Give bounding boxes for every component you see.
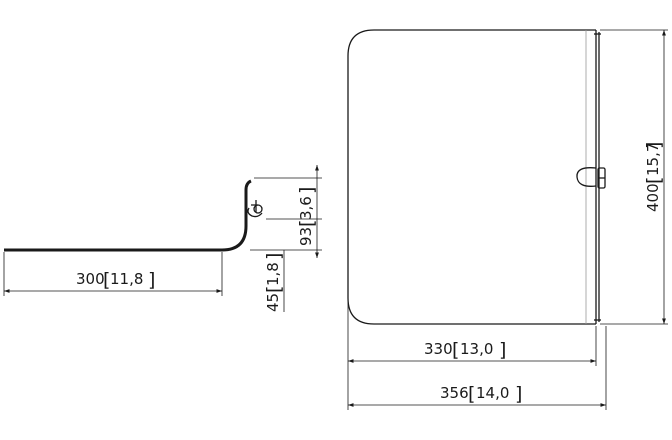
dim-outer-width-value: 356	[440, 384, 469, 402]
bracket-knob	[247, 200, 263, 218]
dim-lip-inch: 3,6	[297, 196, 315, 220]
shelf-profile	[4, 179, 252, 252]
bracket-open: [	[452, 339, 459, 361]
plate-outline	[347, 29, 596, 325]
bracket-close: ]	[148, 269, 155, 291]
bracket-close: ]	[643, 142, 665, 149]
dim-length-value: 300	[76, 270, 105, 288]
knob-circle	[253, 204, 263, 214]
dim-outer-width-inch: 14,0	[476, 384, 509, 402]
dim-step-inch: 1,8	[264, 262, 282, 286]
bracket-close: ]	[515, 383, 522, 405]
dim-height-inch: 15,7	[644, 143, 662, 176]
side-view: 300 [ 11,8 ] 93 [ 3,6 ] 45 [ 1,8 ]	[3, 165, 322, 312]
dim-length-inch: 11,8	[110, 270, 143, 288]
bracket-open: [	[643, 177, 665, 184]
bracket-close: ]	[499, 339, 506, 361]
dim-height-value: 400	[644, 183, 662, 212]
handle-loop	[576, 167, 597, 187]
bracket-open: [	[263, 286, 285, 293]
front-view: 330 [ 13,0 ] 356 [ 14,0 ] 400 [ 15,7 ]	[347, 29, 668, 410]
bracket-open: [	[468, 383, 475, 405]
bracket-open: [	[103, 269, 110, 291]
dim-inner-width-inch: 13,0	[460, 340, 493, 358]
bracket-open: [	[296, 220, 318, 227]
dim-step-value: 45	[264, 293, 282, 312]
dim-inner-width-value: 330	[424, 340, 453, 358]
bracket-close: ]	[296, 187, 318, 194]
dim-lip-value: 93	[297, 227, 315, 246]
bracket-close: ]	[263, 253, 285, 260]
